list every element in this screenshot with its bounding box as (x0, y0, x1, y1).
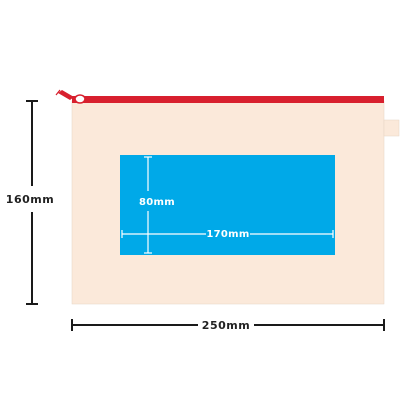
width-dimension-line (71, 319, 385, 331)
width-label: 250mm (202, 319, 250, 332)
print-height-dimension (144, 156, 152, 254)
print-height-label: 80mm (139, 197, 175, 208)
height-label: 160mm (6, 193, 54, 206)
print-area (120, 155, 335, 255)
print-width-dimension (121, 230, 334, 238)
pouch-side-tab (383, 119, 400, 137)
zipper-tape (72, 96, 384, 103)
height-dimension-line (26, 100, 38, 305)
print-width-label: 170mm (206, 229, 249, 240)
zipper-pull (55, 89, 86, 104)
